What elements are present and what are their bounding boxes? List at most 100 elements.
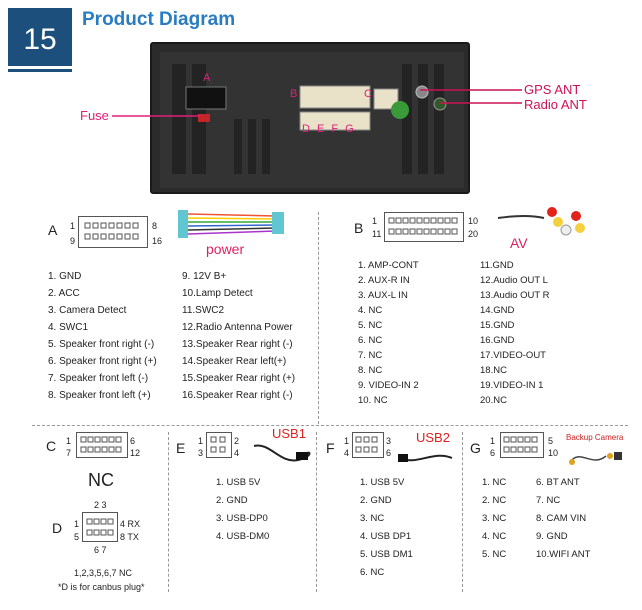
section-e-letter: E: [176, 440, 186, 456]
e-pin-list: 1. USB 5V 2. GND 3. USB-DP0 4. USB-DM0: [216, 474, 269, 546]
connector-a: [78, 216, 148, 248]
a-pin-item: 11.SWC2: [182, 305, 225, 316]
b-pin-item: 1. AMP-CONT: [358, 260, 419, 271]
a-pin-9: 9: [70, 236, 76, 246]
b-pin-1: 1: [372, 216, 378, 226]
a-pin-item: 5. Speaker front right (-): [48, 339, 155, 350]
a-pin-item: 7. Speaker front left (-): [48, 373, 149, 384]
b-pin-item: 15.GND: [480, 320, 515, 331]
b-pin-item: 10. NC: [358, 395, 388, 406]
g-pin-list-2: 6. BT ANT 7. NC 8. CAM VIN 9. GND 10.WIF…: [536, 474, 590, 564]
a-pin-8: 8: [152, 221, 158, 231]
a-pin-list-1: 1. GND 2. ACC 3. Camera Detect 4. SWC1 5…: [48, 268, 178, 404]
divider-horizontal: [32, 425, 628, 426]
c-pin-1: 1: [66, 436, 72, 446]
a-pin-item: 6. Speaker front right (+): [48, 356, 157, 367]
b-pin-item: 7. NC: [358, 350, 383, 361]
g-pin-item: 5. NC: [482, 549, 507, 560]
f-pin-list: 1. USB 5V 2. GND 3. NC 4. USB DP1 5. USB…: [360, 474, 413, 582]
b-pin-item: 20.NC: [480, 395, 507, 406]
g-pin-item: 2. NC: [482, 495, 507, 506]
b-pin-10: 10: [468, 216, 479, 226]
a-pin-item: 9. 12V B+: [182, 271, 227, 282]
g-pin-10: 10: [548, 448, 559, 458]
c-nc-label: NC: [88, 470, 114, 490]
f-pin-item: 3. NC: [360, 513, 385, 524]
b-pin-item: 8. NC: [358, 365, 383, 376]
e-pin-item: 1. USB 5V: [216, 477, 261, 488]
f-pin-item: 2. GND: [360, 495, 392, 506]
a-pin-item: 13.Speaker Rear right (-): [182, 339, 293, 350]
b-pin-item: 19.VIDEO-IN 1: [480, 380, 544, 391]
f-pin-item: 1. USB 5V: [360, 477, 405, 488]
g-pin-item: 9. GND: [536, 531, 568, 542]
b-pin-item: 4. NC: [358, 305, 383, 316]
b-pin-item: 14.GND: [480, 305, 515, 316]
g-pin-item: 7. NC: [536, 495, 561, 506]
e-pin-3: 3: [198, 448, 204, 458]
b-pin-item: 9. VIDEO-IN 2: [358, 380, 419, 391]
b-pin-list-1: 1. AMP-CONT 2. AUX-R IN 3. AUX-L IN 4. N…: [358, 258, 478, 408]
e-pin-item: 2. GND: [216, 495, 248, 506]
g-pin-item: 1. NC: [482, 477, 507, 488]
a-pin-item: 1. GND: [48, 271, 82, 282]
f-pin-item: 6. NC: [360, 567, 385, 578]
f-pin-3: 3: [386, 436, 392, 446]
section-f-letter: F: [326, 440, 335, 456]
gps-ant-label: GPS ANT: [524, 82, 581, 97]
b-pin-item: 18.NC: [480, 365, 507, 376]
g-pin-list-1: 1. NC 2. NC 3. NC 4. NC 5. NC: [482, 474, 506, 564]
b-pin-item: 12.Audio OUT L: [480, 275, 548, 286]
unit-label-c: C: [364, 88, 372, 100]
head-unit-rear: [150, 42, 470, 194]
g-pin-item: 4. NC: [482, 531, 507, 542]
e-pin-4: 4: [234, 448, 240, 458]
c-pin-6: 6: [130, 436, 136, 446]
a-pin-item: 2. ACC: [48, 288, 80, 299]
badge-underline: [8, 66, 72, 69]
d-pin-5: 5: [74, 532, 80, 542]
b-pin-11: 11: [372, 229, 382, 239]
f-pin-item: 4. USB DP1: [360, 531, 412, 542]
b-pin-list-2: 11.GND 12.Audio OUT L 13.Audio OUT R 14.…: [480, 258, 600, 408]
d-pin-6-7: 6 7: [94, 545, 107, 555]
usb1-cable-label: USB1: [272, 426, 306, 441]
a-pin-item: 16.Speaker Rear right (-): [182, 390, 293, 401]
b-pin-item: 2. AUX-R IN: [358, 275, 410, 286]
a-pin-item: 3. Camera Detect: [48, 305, 127, 316]
f-pin-1: 1: [344, 436, 350, 446]
g-pin-1: 1: [490, 436, 496, 446]
av-cable-label: AV: [510, 235, 528, 251]
b-pin-item: 6. NC: [358, 335, 383, 346]
b-pin-item: 16.GND: [480, 335, 515, 346]
d-pin-2-3: 2 3: [94, 500, 107, 510]
divider-ef: [316, 432, 317, 592]
e-pin-1: 1: [198, 436, 204, 446]
b-pin-item: 11.GND: [480, 260, 514, 271]
section-a-letter: A: [48, 222, 58, 238]
g-pin-5: 5: [548, 436, 554, 446]
fuse-label: Fuse: [80, 108, 109, 123]
b-pin-item: 3. AUX-L IN: [358, 290, 408, 301]
a-pin-item: 4. SWC1: [48, 322, 89, 333]
c-pin-12: 12: [130, 448, 141, 458]
d-pin-4-rx: 4 RX: [120, 519, 141, 529]
f-pin-4: 4: [344, 448, 350, 458]
head-unit-graphic: [160, 52, 464, 188]
step-badge: 15: [8, 8, 72, 72]
page-title: Product Diagram: [82, 9, 236, 30]
a-pin-item: 12.Radio Antenna Power: [182, 322, 293, 333]
connector-b: [384, 212, 464, 242]
unit-label-b: B: [290, 88, 298, 100]
fuse-pointer-line: [112, 115, 200, 117]
e-pin-item: 4. USB-DM0: [216, 531, 270, 542]
d-nc-list: 1,2,3,5,6,7 NC: [74, 568, 133, 578]
section-g-letter: G: [470, 440, 481, 456]
backup-camera-cable-graphic: [569, 452, 622, 465]
a-pin-item: 14.Speaker Rear left(+): [182, 356, 287, 367]
connector-c: [76, 432, 128, 458]
usb1-cable-graphic: [253, 444, 311, 462]
a-pin-item: 8. Speaker front left (+): [48, 390, 151, 401]
a-pin-1: 1: [70, 221, 76, 231]
section-c-letter: C: [46, 438, 57, 454]
